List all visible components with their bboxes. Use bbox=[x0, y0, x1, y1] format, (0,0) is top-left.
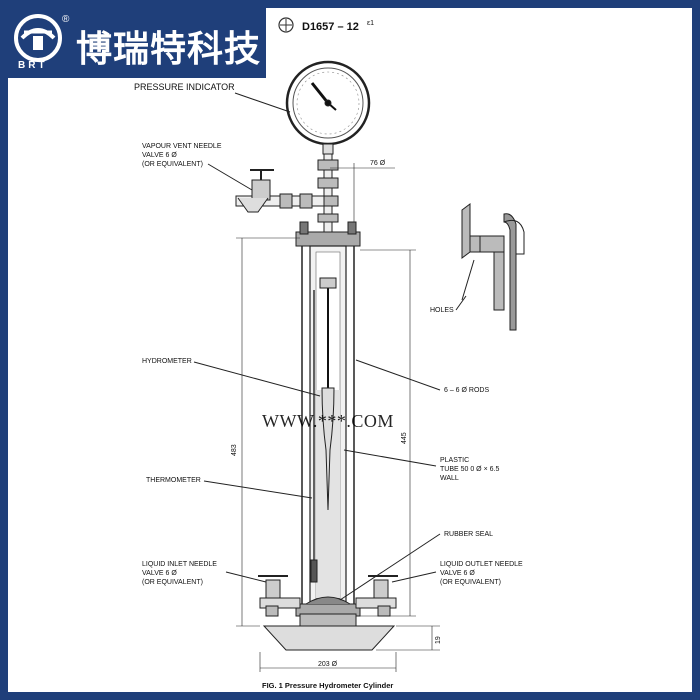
standard-superscript: ε1 bbox=[367, 20, 374, 27]
brand-abbr: BRT bbox=[18, 60, 48, 71]
label-plastic-3: WALL bbox=[440, 475, 459, 482]
thermometer bbox=[310, 290, 318, 583]
label-pressure-indicator: PRESSURE INDICATOR bbox=[134, 82, 235, 92]
label-vapour-vent-1: VAPOUR VENT NEEDLE bbox=[142, 143, 222, 150]
watermark: WWW.***.COM bbox=[262, 411, 394, 431]
hydrometer bbox=[319, 277, 337, 511]
brand-name: 博瑞特科技 bbox=[76, 29, 262, 70]
label-inlet-3: (OR EQUIVALENT) bbox=[142, 579, 203, 586]
label-outlet-3: (OR EQUIVALENT) bbox=[440, 579, 501, 586]
dim-483: 483 bbox=[231, 444, 238, 456]
inlet-valve bbox=[258, 575, 301, 617]
label-rubber-seal: RUBBER SEAL bbox=[444, 531, 493, 538]
label-inlet-2: VALVE 6 Ø bbox=[142, 570, 177, 577]
dim-19: 19 bbox=[435, 636, 442, 644]
label-thermometer: THERMOMETER bbox=[146, 477, 201, 484]
label-vapour-vent-3: (OR EQUIVALENT) bbox=[142, 161, 203, 168]
registered-mark: ® bbox=[62, 14, 70, 25]
dim-76: 76 Ø bbox=[370, 160, 386, 167]
brt-logo-icon bbox=[14, 14, 62, 62]
bottom-flange bbox=[262, 596, 396, 651]
standard-code: D1657 – 12 bbox=[302, 21, 359, 33]
pressure-gauge bbox=[285, 60, 371, 155]
label-plastic-2: TUBE 50 0 Ø × 6.5 bbox=[440, 466, 499, 473]
vapour-vent-valve bbox=[235, 169, 325, 213]
label-hydrometer: HYDROMETER bbox=[142, 358, 192, 365]
label-outlet-1: LIQUID OUTLET NEEDLE bbox=[440, 561, 523, 568]
holes-detail bbox=[461, 203, 525, 331]
drawing-sheet: ® 博瑞特科技 BRT D1657 – 12 ε1 bbox=[8, 8, 692, 692]
gauge-stem bbox=[317, 153, 339, 233]
label-vapour-vent-2: VALVE 6 Ø bbox=[142, 152, 177, 159]
hydrometer-cylinder-diagram: D1657 – 12 ε1 PRESSURE INDICATOR bbox=[134, 17, 525, 690]
dim-445: 445 bbox=[401, 432, 408, 444]
astm-logo-icon bbox=[278, 17, 294, 33]
label-holes: HOLES bbox=[430, 307, 454, 314]
label-outlet-2: VALVE 6 Ø bbox=[440, 570, 475, 577]
outlet-valve bbox=[355, 575, 398, 617]
brand-banner: ® 博瑞特科技 BRT bbox=[8, 8, 266, 78]
figure-caption: FIG. 1 Pressure Hydrometer Cylinder bbox=[262, 681, 393, 690]
label-rods: 6 – 6 Ø RODS bbox=[444, 387, 489, 394]
label-inlet-1: LIQUID INLET NEEDLE bbox=[142, 561, 217, 568]
dim-203: 203 Ø bbox=[318, 661, 338, 668]
label-plastic-1: PLASTIC bbox=[440, 457, 469, 464]
